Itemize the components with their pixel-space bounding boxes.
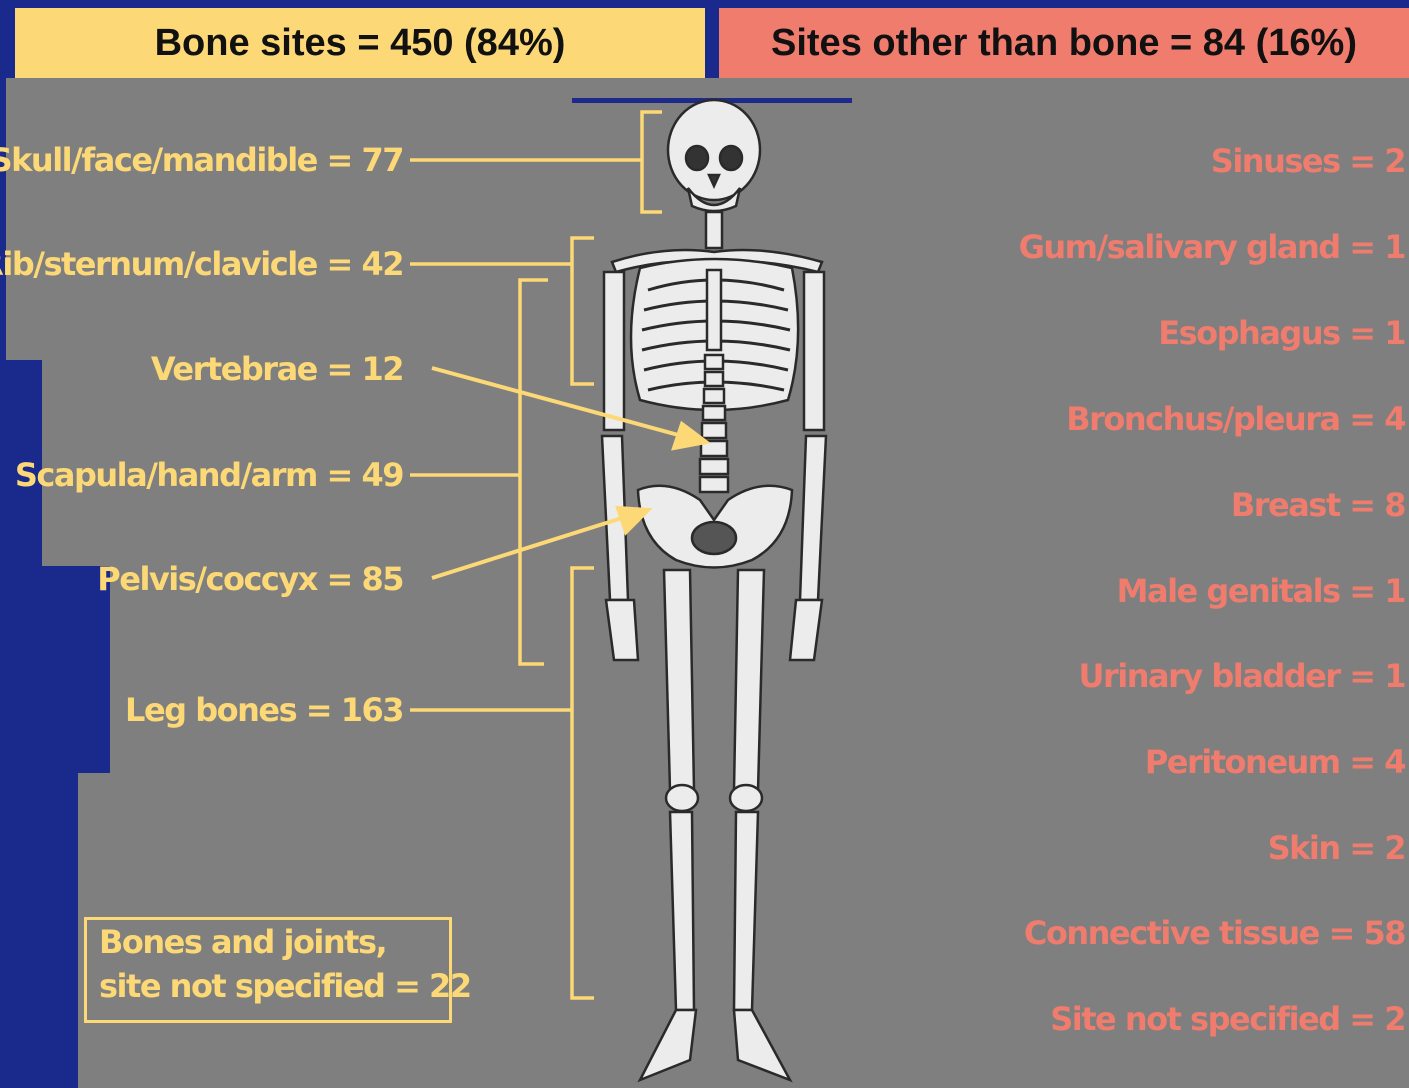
- bone-site-label: Scapula/hand/arm = 49: [15, 456, 403, 494]
- bones-joints-unspecified-box: Bones and joints, site not specified = 2…: [84, 917, 452, 1023]
- other-site-label: Breast = 8: [1231, 486, 1405, 524]
- other-site-label: Bronchus/pleura = 4: [1066, 400, 1405, 438]
- other-site-label: Esophagus = 1: [1158, 314, 1405, 352]
- bones-joints-line-2: site not specified = 22: [87, 964, 449, 1008]
- skeleton-figure: [602, 100, 826, 1080]
- other-site-label: Site not specified = 2: [1050, 1000, 1405, 1038]
- bone-site-label: Vertebrae = 12: [151, 350, 403, 388]
- other-site-label: Skin = 2: [1268, 829, 1405, 867]
- other-site-label: Connective tissue = 58: [1024, 914, 1405, 952]
- bone-site-label: Rib/sternum/clavicle = 42: [0, 245, 403, 283]
- other-site-label: Sinuses = 2: [1211, 142, 1405, 180]
- other-site-label: Gum/salivary gland = 1: [1019, 228, 1405, 266]
- bone-site-label: Skull/face/mandible = 77: [0, 141, 403, 179]
- bone-site-label: Pelvis/coccyx = 85: [97, 560, 403, 598]
- other-site-label: Male genitals = 1: [1117, 572, 1405, 610]
- other-site-label: Peritoneum = 4: [1145, 743, 1405, 781]
- bone-site-label: Leg bones = 163: [125, 691, 403, 729]
- bones-joints-line-1: Bones and joints,: [87, 920, 449, 964]
- other-site-label: Urinary bladder = 1: [1078, 657, 1405, 695]
